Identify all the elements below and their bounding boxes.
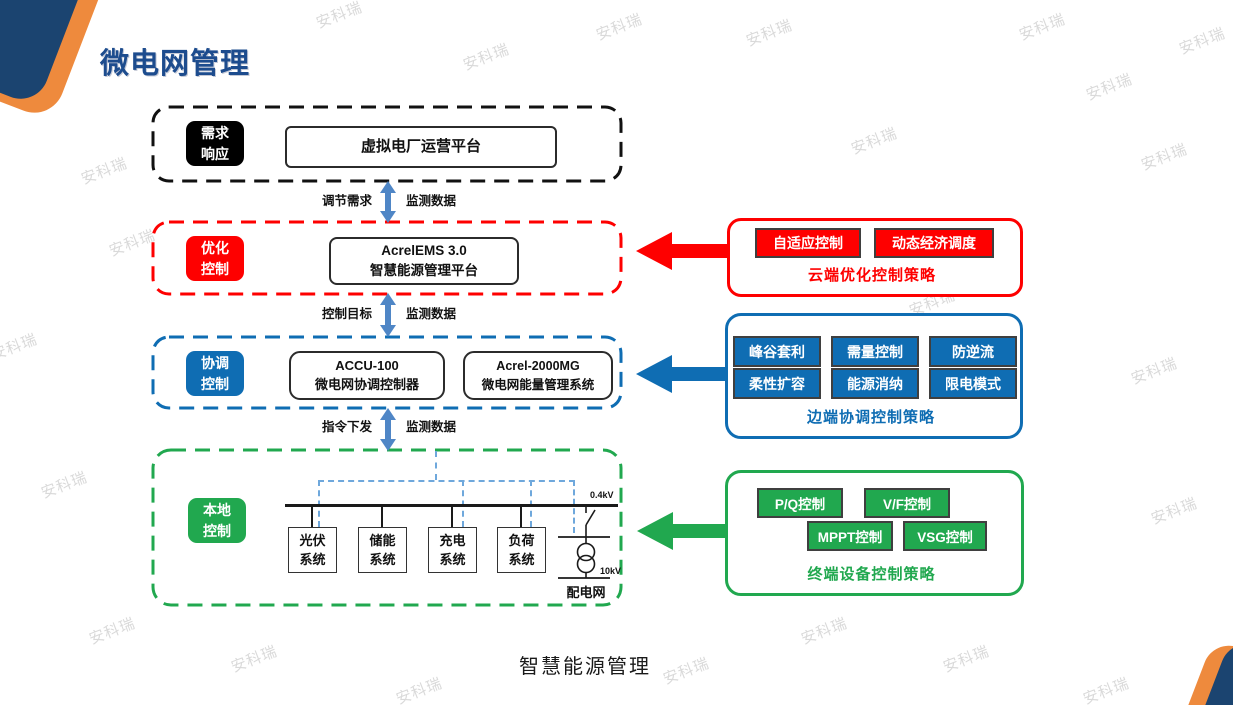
busbar-voltage-label: 0.4kV [590,490,614,500]
strategy-chip-pq-control: P/Q控制 [757,488,843,518]
link-label-regulate-demand: 调节需求 [321,194,372,208]
demand-layer-border [151,105,623,183]
watermark: 安科瑞 [848,124,900,158]
demand-optimize-arrow [380,181,396,223]
optimize-layer-border [151,220,623,296]
strategy-chip-anti-backflow: 防逆流 [929,336,1017,367]
coordinate-layer-border [151,335,623,410]
strategy-chip-peak-valley-arbitrage: 峰谷套利 [733,336,821,367]
comm-line-horizontal [318,480,575,482]
watermark: 安科瑞 [0,330,40,364]
comm-drop-pv [318,480,320,527]
edge-strategy-arrow [636,355,728,393]
strategy-chip-power-limit-mode: 限电模式 [929,368,1017,399]
watermark: 安科瑞 [798,614,850,648]
edge-strategy-caption: 边端协调控制策略 [806,409,935,426]
optimize-control-tag: 优化 控制 [186,236,244,281]
load-system-box: 负荷 系统 [497,527,546,573]
acrelems-box: AcrelEMS 3.0 智慧能源管理平台 [329,237,519,285]
watermark: 安科瑞 [86,614,138,648]
pv-system-box: 光伏 系统 [288,527,337,573]
strategy-chip-mppt-control: MPPT控制 [807,521,893,551]
strategy-chip-vf-control: V/F控制 [864,488,950,518]
charging-system-box: 充电 系统 [428,527,477,573]
cloud-strategy-caption: 云端优化控制策略 [807,267,936,284]
page-title: 微电网管理 [100,48,251,80]
acrel2000mg-box: Acrel-2000MG 微电网能量管理系统 [463,351,613,400]
link-label-monitor-data-2: 监测数据 [406,307,457,321]
accu100-box: ACCU-100 微电网协调控制器 [289,351,445,400]
cloud-strategy-arrow [636,232,730,270]
strategy-chip-demand-control: 需量控制 [831,336,919,367]
strategy-chip-adaptive-control: 自适应控制 [755,228,861,258]
stub-load [520,507,522,527]
link-label-control-target: 控制目标 [321,307,372,321]
storage-system-box: 储能 系统 [358,527,407,573]
watermark: 安科瑞 [38,468,90,502]
grid-branch-switch-transformer [558,505,610,579]
comm-drop-load [530,480,532,527]
watermark: 安科瑞 [593,10,645,44]
footer-caption: 智慧能源管理 [519,656,651,678]
watermark: 安科瑞 [1148,494,1200,528]
stub-charge [451,507,453,527]
link-label-command-dispatch: 指令下发 [321,420,372,434]
watermark: 安科瑞 [940,642,992,676]
strategy-chip-energy-consumption: 能源消纳 [831,368,919,399]
watermark: 安科瑞 [313,0,365,32]
optimize-coordinate-arrow [380,293,396,337]
comm-line-vertical-top [435,451,437,480]
stub-storage [381,507,383,527]
strategy-chip-flexible-expansion: 柔性扩容 [733,368,821,399]
link-label-monitor-data-3: 监测数据 [406,420,457,434]
watermark: 安科瑞 [460,40,512,74]
vpp-platform-box: 虚拟电厂运营平台 [285,126,557,168]
watermark: 安科瑞 [1176,24,1228,58]
watermark: 安科瑞 [1016,10,1068,44]
strategy-chip-dynamic-economic-dispatch: 动态经济调度 [874,228,994,258]
watermark: 安科瑞 [228,642,280,676]
comm-drop-charge [462,480,464,527]
coordinate-local-arrow [380,408,396,451]
busbar-0-4kv [285,504,618,507]
watermark: 安科瑞 [1138,140,1190,174]
terminal-strategy-arrow [637,512,728,550]
distribution-grid-label: 配电网 [566,585,606,600]
local-control-tag: 本地 控制 [188,498,246,543]
link-label-monitor-data-1: 监测数据 [406,194,457,208]
strategy-chip-vsg-control: VSG控制 [903,521,987,551]
watermark: 安科瑞 [743,16,795,50]
coordinate-control-tag: 协调 控制 [186,351,244,396]
stub-pv [311,507,313,527]
grid-voltage-label: 10kV [600,566,622,576]
watermark: 安科瑞 [1080,674,1132,705]
watermark: 安科瑞 [78,154,130,188]
local-layer-border [151,448,623,607]
terminal-strategy-caption: 终端设备控制策略 [807,566,936,583]
demand-response-tag: 需求 响应 [186,121,244,166]
watermark: 安科瑞 [1128,354,1180,388]
watermark: 安科瑞 [1083,70,1135,104]
